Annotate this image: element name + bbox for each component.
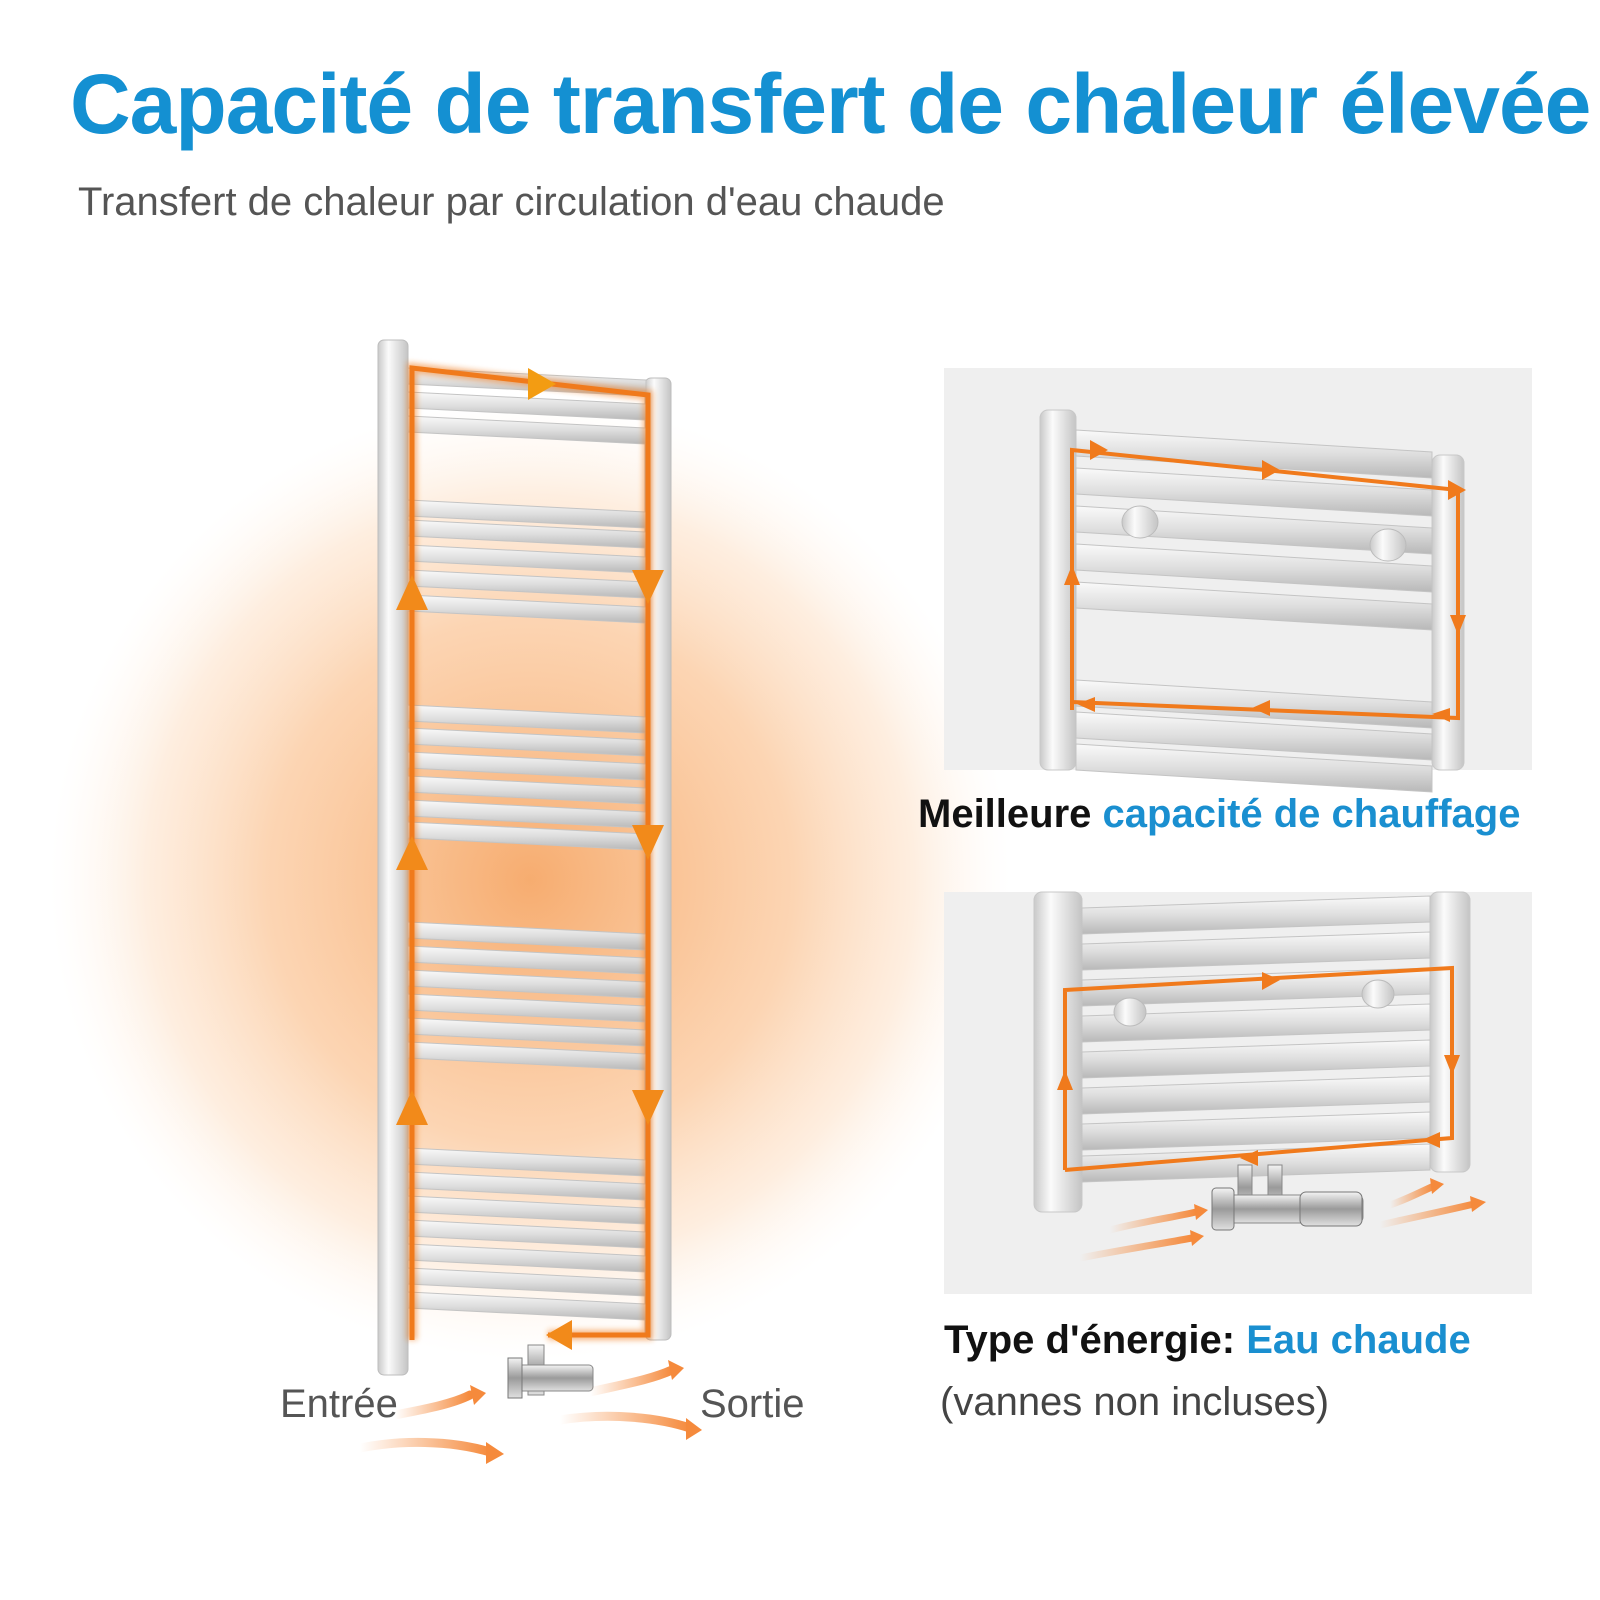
page-title: Capacité de transfert de chaleur élevée (70, 57, 1591, 151)
radiator-bar (1081, 895, 1431, 935)
radiator-bar (1081, 1003, 1431, 1043)
outlet-label: Sortie (700, 1382, 805, 1426)
radiator-bar (1075, 679, 1433, 729)
detail-bottom-note: (vannes non incluses) (940, 1380, 1330, 1424)
radiator-bar (1075, 467, 1433, 517)
radiator-bar (1081, 931, 1431, 971)
radiator-bar (1075, 505, 1433, 555)
radiator-bar (1075, 711, 1433, 761)
main-flow-loop (396, 362, 664, 1350)
radiator-bar (1081, 967, 1431, 1007)
caption-accent: Eau chaude (1246, 1318, 1471, 1362)
detail-bottom-image (944, 891, 1532, 1294)
main-flow-swooshes (355, 1365, 695, 1457)
detail-top-image (944, 368, 1532, 793)
caption-plain: Type d'énergie: (944, 1318, 1236, 1362)
radiator-bar (1075, 743, 1433, 793)
caption-plain: Meilleure (918, 792, 1092, 836)
radiator-bar (1075, 429, 1433, 479)
radiator-bar (1075, 543, 1433, 593)
flow-arrow-icon (1064, 440, 1466, 722)
inlet-label: Entrée (280, 1382, 398, 1426)
detail-bottom-caption: Type d'énergie: Eau chaude (944, 1318, 1471, 1363)
caption-accent: capacité de chauffage (1102, 792, 1521, 836)
radiator-bar (1081, 1039, 1431, 1079)
valve-icon (1211, 1164, 1364, 1231)
detail-top-caption: Meilleure capacité de chauffage (918, 792, 1520, 837)
flow-arrow-icon (396, 368, 664, 1350)
valve-icon (507, 1344, 594, 1399)
illustration (50, 339, 1532, 1464)
radiator-bar (1081, 1075, 1431, 1115)
page-subtitle: Transfert de chaleur par circulation d'e… (78, 180, 945, 224)
heat-glow (50, 400, 1010, 1360)
radiator-bar (1075, 581, 1433, 631)
flow-arrow-icon (1057, 972, 1460, 1166)
